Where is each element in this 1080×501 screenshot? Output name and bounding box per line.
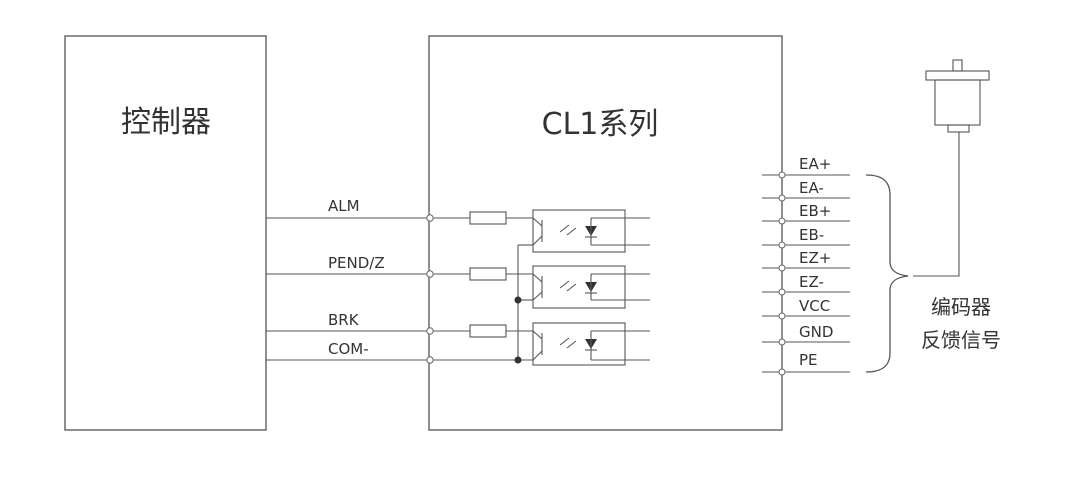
signal-label-alm: ALM (328, 197, 360, 215)
junction-dot (514, 296, 522, 304)
resistor-alm (469, 211, 507, 225)
encoder-caption-line2: 反馈信号 (921, 328, 1001, 352)
encoder-cable (913, 132, 960, 277)
encoder-caption-line1: 编码器 (931, 295, 991, 319)
resistors (469, 211, 533, 338)
terminal-dot (778, 338, 786, 346)
terminal-dot (778, 241, 786, 249)
pin-label-ea-minus: EA- (799, 179, 824, 197)
terminal-pend (426, 270, 434, 278)
driver-box (428, 35, 783, 431)
pin-label-vcc: VCC (799, 297, 830, 315)
terminal-brk (426, 327, 434, 335)
signal-label-brk: BRK (328, 311, 360, 329)
encoder-pin-labels: EA+ EA- EB+ EB- EZ+ EZ- VCC GND PE (799, 155, 833, 369)
terminal-dot (778, 312, 786, 320)
common-bus (514, 244, 533, 364)
junction-dot (514, 356, 522, 364)
pin-label-ez-minus: EZ- (799, 273, 824, 291)
encoder-brace (865, 174, 909, 373)
pin-label-eb-plus: EB+ (799, 202, 831, 220)
terminal-dot (778, 264, 786, 272)
pin-label-ez-plus: EZ+ (799, 249, 831, 267)
pin-label-pe: PE (799, 351, 818, 369)
resistor-brk (469, 324, 507, 338)
optocoupler-2 (532, 265, 650, 309)
controller-box (64, 35, 267, 431)
optocoupler-1 (532, 209, 650, 253)
signal-label-pend: PEND/Z (328, 254, 385, 272)
terminal-dot (778, 368, 786, 376)
terminal-dot (778, 194, 786, 202)
resistor-pend (469, 267, 507, 281)
terminal-com (426, 356, 434, 364)
pin-label-eb-minus: EB- (799, 226, 824, 244)
pin-label-gnd: GND (799, 323, 833, 341)
optocoupler-3 (532, 322, 650, 366)
pin-label-ea-plus: EA+ (799, 155, 831, 173)
terminal-dot (778, 288, 786, 296)
encoder-terminals (762, 171, 850, 376)
servo-motor-icon (925, 59, 990, 133)
terminal-dot (778, 171, 786, 179)
signal-label-com: COM- (328, 340, 369, 358)
driver-title: CL1系列 (542, 107, 659, 142)
controller-title: 控制器 (121, 105, 211, 140)
terminal-alm (426, 214, 434, 222)
terminal-dot (778, 217, 786, 225)
signal-wires (266, 214, 533, 364)
